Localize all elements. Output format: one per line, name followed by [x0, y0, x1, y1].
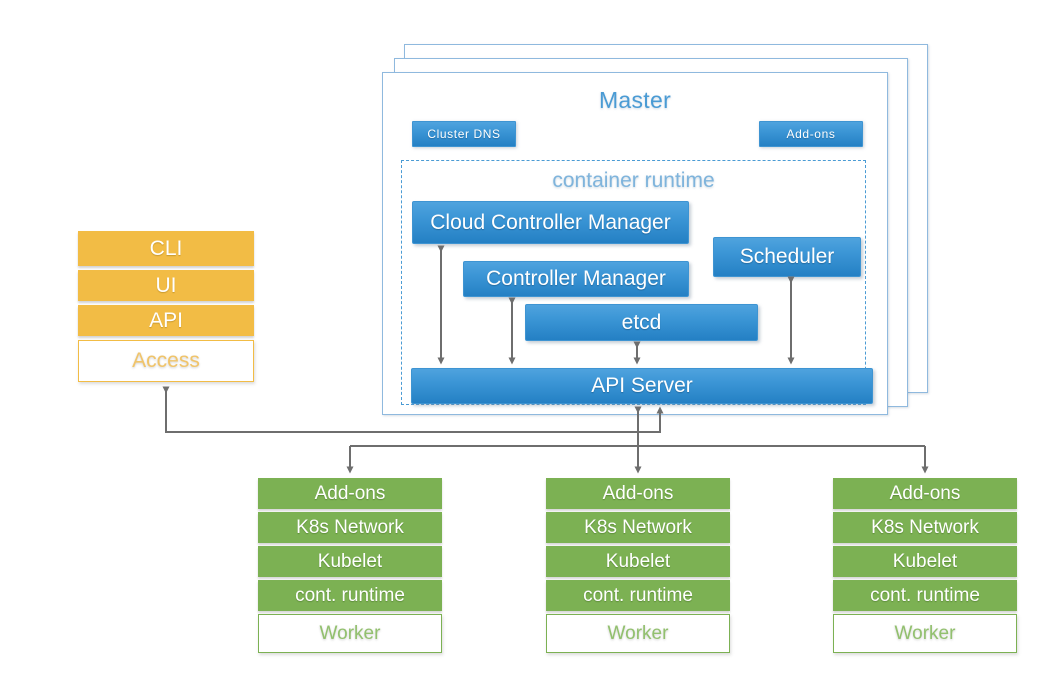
- worker-row-add-ons[interactable]: Add-ons: [833, 478, 1017, 509]
- worker-row-kubelet[interactable]: Kubelet: [258, 546, 442, 577]
- worker-row-add-ons[interactable]: Add-ons: [258, 478, 442, 509]
- cloud-controller-manager-box[interactable]: Cloud Controller Manager: [412, 201, 689, 244]
- etcd-box[interactable]: etcd: [525, 304, 758, 341]
- access-row-cli[interactable]: CLI: [78, 231, 254, 266]
- access-row-ui[interactable]: UI: [78, 270, 254, 301]
- worker-footer: Worker: [258, 614, 442, 653]
- worker-node-2[interactable]: Add-ons K8s Network Kubelet cont. runtim…: [546, 478, 730, 655]
- access-panel[interactable]: CLI UI API Access: [78, 231, 254, 391]
- access-footer: Access: [78, 340, 254, 382]
- access-row-api[interactable]: API: [78, 305, 254, 336]
- api-server-box[interactable]: API Server: [411, 368, 873, 404]
- worker-footer: Worker: [833, 614, 1017, 653]
- worker-row-k8s-network[interactable]: K8s Network: [546, 512, 730, 543]
- controller-manager-box[interactable]: Controller Manager: [463, 261, 689, 297]
- cluster-dns-box[interactable]: Cluster DNS: [412, 121, 516, 147]
- container-runtime-title: container runtime: [552, 169, 715, 192]
- worker-row-k8s-network[interactable]: K8s Network: [833, 512, 1017, 543]
- worker-row-add-ons[interactable]: Add-ons: [546, 478, 730, 509]
- worker-row-cont-runtime[interactable]: cont. runtime: [546, 580, 730, 611]
- worker-row-kubelet[interactable]: Kubelet: [546, 546, 730, 577]
- worker-row-kubelet[interactable]: Kubelet: [833, 546, 1017, 577]
- worker-footer: Worker: [546, 614, 730, 653]
- worker-node-1[interactable]: Add-ons K8s Network Kubelet cont. runtim…: [258, 478, 442, 655]
- master-add-ons-box[interactable]: Add-ons: [759, 121, 863, 147]
- master-title: Master: [598, 87, 672, 113]
- worker-node-3[interactable]: Add-ons K8s Network Kubelet cont. runtim…: [833, 478, 1017, 655]
- worker-row-cont-runtime[interactable]: cont. runtime: [833, 580, 1017, 611]
- worker-row-k8s-network[interactable]: K8s Network: [258, 512, 442, 543]
- master-frame-front[interactable]: Master Cluster DNS Add-ons container run…: [382, 72, 888, 415]
- worker-row-cont-runtime[interactable]: cont. runtime: [258, 580, 442, 611]
- scheduler-box[interactable]: Scheduler: [713, 237, 861, 277]
